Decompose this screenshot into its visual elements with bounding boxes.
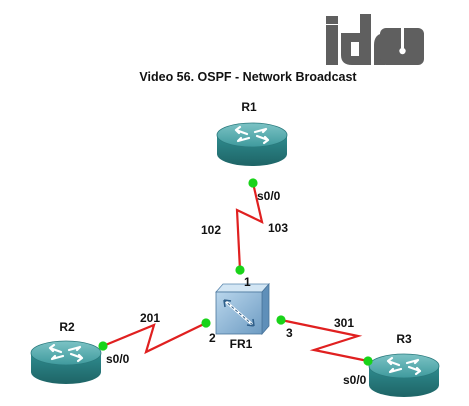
port-r3-s0-0 [363, 356, 373, 366]
r1-port-label: s0/0 [257, 189, 281, 203]
port-r2-s0-0 [98, 341, 108, 351]
switch-fr1-label: FR1 [230, 337, 253, 351]
port-fr1-2 [201, 318, 211, 328]
router-r3-label: R3 [396, 332, 412, 346]
dlci-102-label: 102 [201, 223, 221, 237]
port-fr1-1 [235, 265, 245, 275]
router-icon [29, 339, 103, 386]
link-r2-fr1 [102, 322, 207, 355]
port-r1-s0-0 [248, 178, 258, 188]
dlci-301-label: 301 [334, 316, 354, 330]
frame-relay-switch-fr1[interactable] [215, 282, 270, 336]
link-r3-fr1 [280, 318, 369, 363]
router-r2[interactable] [29, 339, 103, 386]
dlci-103-label: 103 [268, 221, 288, 235]
router-icon [215, 121, 289, 168]
frame-relay-switch-icon [223, 299, 255, 327]
router-r2-label: R2 [59, 320, 75, 334]
r2-port-label: s0/0 [106, 352, 130, 366]
router-r1[interactable] [215, 121, 289, 168]
fr1-port-1-label: 1 [244, 275, 251, 289]
router-icon [367, 352, 441, 399]
fr1-port-2-label: 2 [209, 331, 216, 345]
diagram-title: Video 56. OSPF - Network Broadcast [139, 70, 357, 84]
fr1-port-3-label: 3 [286, 326, 293, 340]
link-r1-fr1 [235, 182, 264, 271]
port-fr1-3 [276, 315, 286, 325]
dlci-201-label: 201 [140, 311, 160, 325]
router-r3[interactable] [367, 352, 441, 399]
r3-port-label: s0/0 [343, 373, 367, 387]
ida-logo [326, 14, 424, 65]
router-r1-label: R1 [241, 100, 257, 114]
